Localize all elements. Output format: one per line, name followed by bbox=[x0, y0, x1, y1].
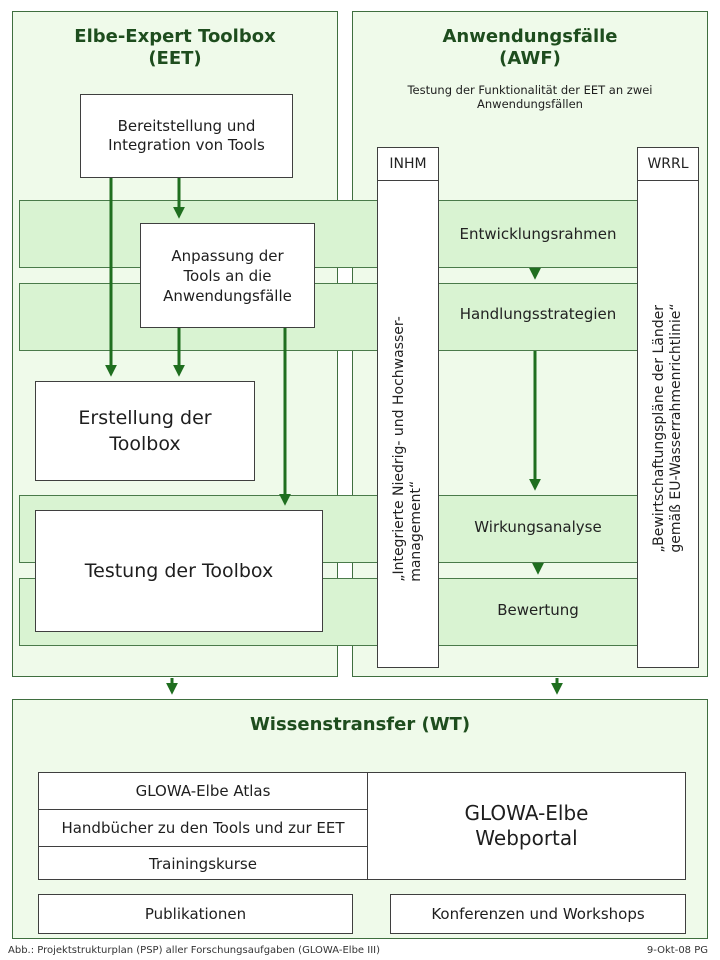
box-anpassung: Anpassung der Tools an die Anwendungsfäl… bbox=[140, 223, 315, 328]
wt-training: Trainingskurse bbox=[149, 855, 257, 873]
wt-publikationen: Publikationen bbox=[38, 894, 353, 934]
awf-title: Anwendungsfälle(AWF) bbox=[442, 26, 618, 69]
wrrl-label: WRRL bbox=[638, 148, 698, 181]
box-erstellung: Erstellung der Toolbox bbox=[35, 381, 255, 481]
footer-date: 9-Okt-08 PG bbox=[646, 945, 708, 956]
inhm-description: „Integrierte Niedrig- und Hochwasser-man… bbox=[391, 316, 424, 582]
eet-title: Elbe-Expert Toolbox(EET) bbox=[74, 26, 276, 69]
wt-atlas: GLOWA-Elbe Atlas bbox=[39, 773, 367, 810]
wt-handbuecher: Handbücher zu den Tools und zur EET bbox=[39, 810, 367, 847]
box-bereitstellung: Bereitstellung und Integration von Tools bbox=[80, 94, 293, 178]
inhm-column: INHM „Integrierte Niedrig- und Hochwasse… bbox=[377, 147, 439, 668]
inhm-label: INHM bbox=[378, 148, 438, 181]
box-testung: Testung der Toolbox bbox=[35, 510, 323, 632]
label-handlungsstrategien: Handlungsstrategien bbox=[459, 305, 617, 323]
label-wirkungsanalyse: Wirkungsanalyse bbox=[474, 518, 602, 536]
label-entwicklungsrahmen: Entwicklungsrahmen bbox=[459, 225, 617, 243]
awf-subtitle: Testung der Funktionalität der EET an zw… bbox=[407, 83, 653, 111]
band-handlungsstrategien bbox=[19, 283, 638, 351]
footer-caption: Abb.: Projektstrukturplan (PSP) aller Fo… bbox=[8, 945, 381, 956]
label-bewertung: Bewertung bbox=[497, 601, 579, 619]
wt-konferenzen: Konferenzen und Workshops bbox=[390, 894, 686, 934]
band-entwicklungsrahmen bbox=[19, 200, 638, 268]
wt-title: Wissenstransfer (WT) bbox=[249, 714, 471, 735]
wt-list-box: GLOWA-Elbe Atlas Handbücher zu den Tools… bbox=[38, 772, 368, 880]
